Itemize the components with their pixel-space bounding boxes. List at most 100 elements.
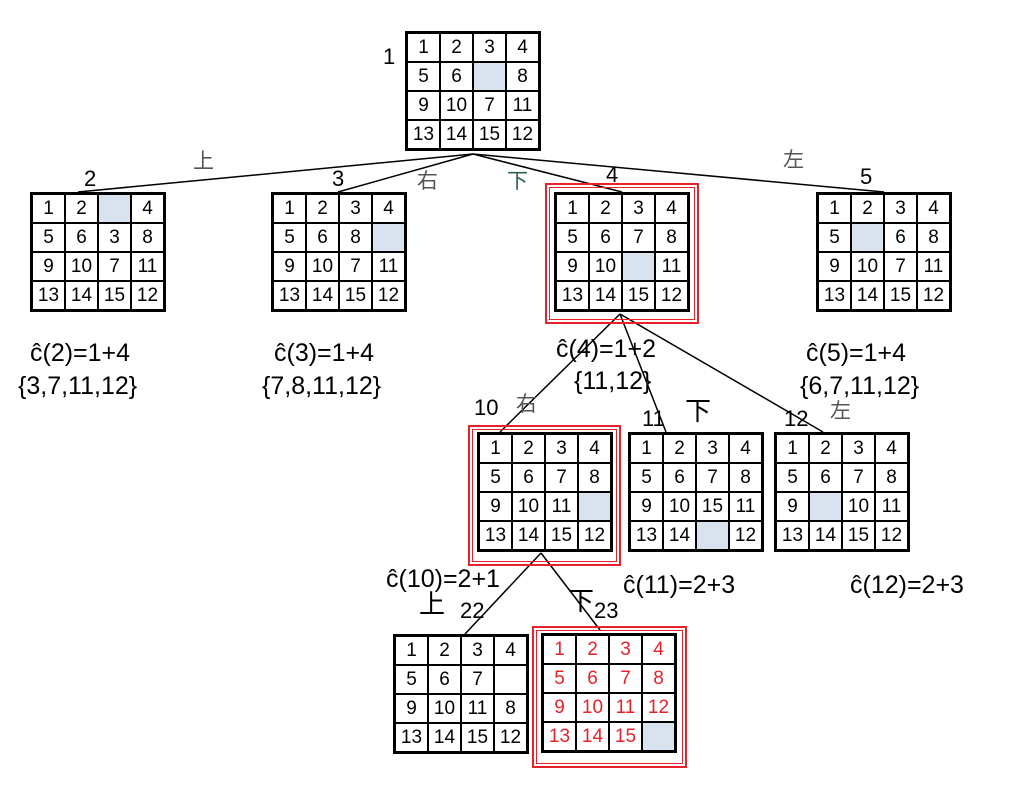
tile: 5 [776,463,809,492]
tile: 10 [440,91,473,120]
tile: 10 [589,252,622,281]
tile: 10 [842,492,875,521]
tile: 7 [696,463,729,492]
tile: 9 [395,694,428,723]
tile: 6 [65,223,98,252]
node-label-22: 22 [460,598,485,623]
tile: 8 [917,223,950,252]
tile: 13 [630,521,663,550]
tile: 5 [479,463,512,492]
tile: 9 [630,492,663,521]
tile: 15 [842,521,875,550]
tile: 11 [609,693,642,722]
tile: 13 [32,281,65,310]
tile: 13 [556,281,589,310]
tile: 6 [884,223,917,252]
edge-4-12 [619,313,824,433]
tile: 3 [545,434,578,463]
blank-tile [851,223,884,252]
tile: 10 [663,492,696,521]
set-node-5: {6,7,11,12} [800,372,920,400]
node-label-4: 4 [606,162,619,187]
cost-formula: ĉ(2)=1+4 [30,339,131,367]
node-label-11: 11 [642,406,665,431]
tile: 11 [506,91,539,120]
edge-1-4 [472,153,623,193]
tile: 12 [642,693,675,722]
tile: 5 [407,62,440,91]
tile: 6 [589,223,622,252]
tile: 3 [696,434,729,463]
tile: 15 [339,281,372,310]
tile: 10 [512,492,545,521]
tile: 1 [395,636,428,665]
node-label-12: 12 [784,406,809,431]
tile: 1 [479,434,512,463]
tile: 3 [884,194,917,223]
tile: 8 [875,463,908,492]
tile: 2 [809,434,842,463]
highlight-frame-node-10 [468,425,621,566]
tile: 1 [273,194,306,223]
tile: 1 [556,194,589,223]
tile: 5 [395,665,428,694]
tile: 2 [851,194,884,223]
cost-node-2: ĉ(2)=1+4 [30,339,131,368]
tile: 12 [578,521,611,550]
cost-node-3: ĉ(3)=1+4 [274,339,375,367]
cost-node-10: ĉ(10)=2+1 [386,565,500,593]
tile: 10 [65,252,98,281]
tile: 11 [461,694,494,723]
move-label-up-1-2: 上 [193,150,214,173]
tile: 12 [372,281,405,310]
tile: 1 [543,635,576,664]
move-label-left-4-12: 左 [830,400,851,423]
tile: 15 [473,120,506,149]
blank-tile [372,223,405,252]
tile: 11 [875,492,908,521]
tile: 14 [512,521,545,550]
tile: 6 [440,62,473,91]
cost-node-4: ĉ(4)=1+2 [556,335,657,363]
tile: 5 [630,463,663,492]
cost-node-11: ĉ(11)=2+3 [623,571,736,599]
tile: 6 [428,665,461,694]
tile: 2 [512,434,545,463]
move-label-left-1-5: 左 [783,149,804,172]
tile: 7 [884,252,917,281]
tile: 3 [622,194,655,223]
blank-tile [642,722,675,751]
tile: 14 [440,120,473,149]
tile: 10 [306,252,339,281]
tile: 9 [32,252,65,281]
tile: 7 [98,252,131,281]
tile: 11 [372,252,405,281]
tile: 8 [494,694,527,723]
tile: 12 [917,281,950,310]
highlight-frame-node-4 [545,183,699,324]
tile: 2 [576,635,609,664]
tile: 14 [589,281,622,310]
tile: 4 [655,194,688,223]
tile: 8 [131,223,164,252]
tile: 5 [543,664,576,693]
blank-tile [473,62,506,91]
tile: 2 [306,194,339,223]
tile: 4 [372,194,405,223]
tile: 7 [461,665,494,694]
edge-1-2 [77,153,474,193]
node-label-5: 5 [860,164,873,189]
tile: 13 [273,281,306,310]
tile: 8 [506,62,539,91]
tile: 4 [729,434,762,463]
tile: 4 [506,33,539,62]
tile: 6 [576,664,609,693]
